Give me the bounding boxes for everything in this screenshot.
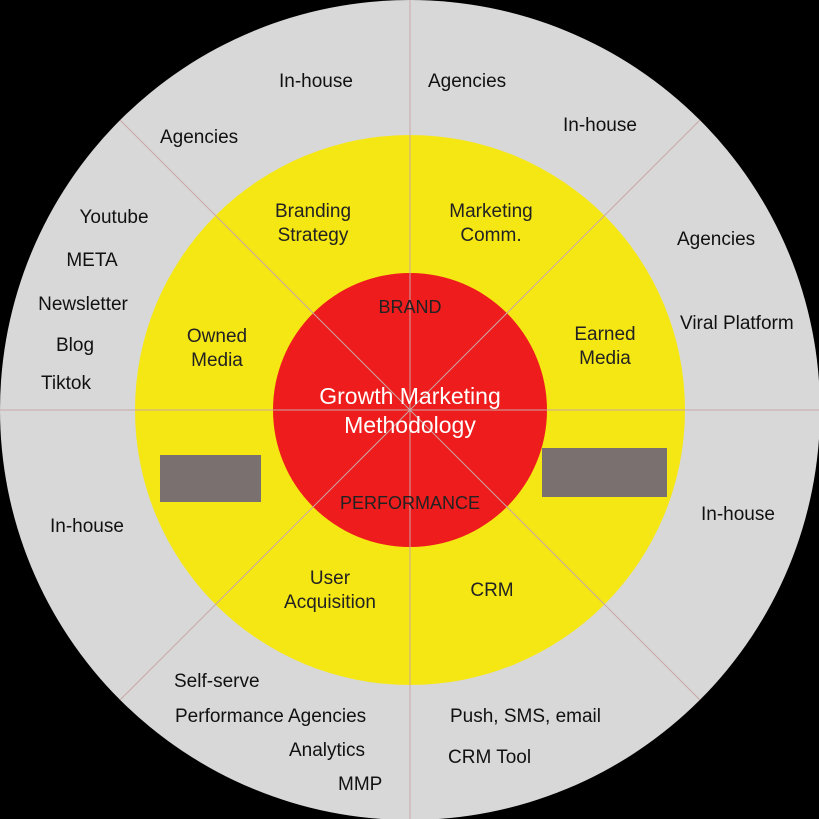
- outer-right-inhouse: In-house: [701, 504, 775, 525]
- segment-marketing-comm: Marketing Comm.: [449, 200, 532, 248]
- outer-earned-agencies: Agencies: [677, 229, 756, 250]
- core-title-line2: Methodology: [344, 412, 476, 438]
- outer-owned-youtube: Youtube: [79, 207, 149, 228]
- outer-left-inhouse: In-house: [50, 516, 124, 537]
- segment-branding-strategy-line2: Strategy: [277, 225, 349, 246]
- outer-owned-tiktok: Tiktok: [41, 373, 91, 394]
- core-performance-label: PERFORMANCE: [339, 493, 481, 513]
- segment-owned-media-line1: Owned: [186, 326, 248, 347]
- outer-marketing-agencies: Agencies: [428, 71, 507, 92]
- outer-marketing-inhouse: In-house: [563, 115, 637, 136]
- placeholder-box-right: [542, 448, 667, 497]
- segment-owned-media: Owned Media: [187, 325, 247, 373]
- segment-user-acquisition-line2: Acquisition: [284, 592, 376, 613]
- outer-ua-analytics: Analytics: [289, 740, 366, 761]
- segment-owned-media-line2: Media: [191, 350, 243, 371]
- outer-ua-self-serve: Self-serve: [174, 671, 260, 692]
- outer-crm-push-sms-email: Push, SMS, email: [450, 706, 601, 727]
- segment-crm: CRM: [470, 579, 513, 603]
- segment-earned-media: Earned Media: [574, 323, 635, 371]
- outer-crm-tool: CRM Tool: [448, 747, 532, 768]
- segment-crm-line1: CRM: [470, 580, 514, 601]
- divider-diagonal-se: [119, 119, 701, 701]
- outer-branding-agencies: Agencies: [160, 127, 239, 148]
- outer-ua-mmp: MMP: [338, 774, 383, 795]
- segment-marketing-comm-line1: Marketing: [449, 201, 533, 222]
- segment-user-acquisition-line1: User: [309, 568, 351, 589]
- segment-marketing-comm-line2: Comm.: [460, 225, 522, 246]
- segment-user-acquisition: User Acquisition: [284, 567, 376, 615]
- outer-ua-performance-agencies: Performance Agencies: [175, 706, 367, 727]
- placeholder-box-left: [160, 455, 261, 502]
- segment-branding-strategy-line1: Branding: [274, 201, 352, 222]
- core-title: Growth Marketing Methodology: [319, 382, 501, 440]
- outer-owned-blog: Blog: [55, 335, 95, 356]
- outer-owned-newsletter: Newsletter: [38, 294, 128, 315]
- core-brand-label: BRAND: [378, 297, 442, 317]
- outer-branding-inhouse: In-house: [279, 71, 353, 92]
- segment-earned-media-line2: Media: [579, 348, 631, 369]
- segment-earned-media-line1: Earned: [574, 324, 636, 345]
- segment-branding-strategy: Branding Strategy: [275, 200, 351, 248]
- outer-owned-meta: META: [66, 250, 118, 271]
- core-title-line1: Growth Marketing: [319, 383, 501, 409]
- outer-earned-viral-platform: Viral Platform: [680, 313, 794, 334]
